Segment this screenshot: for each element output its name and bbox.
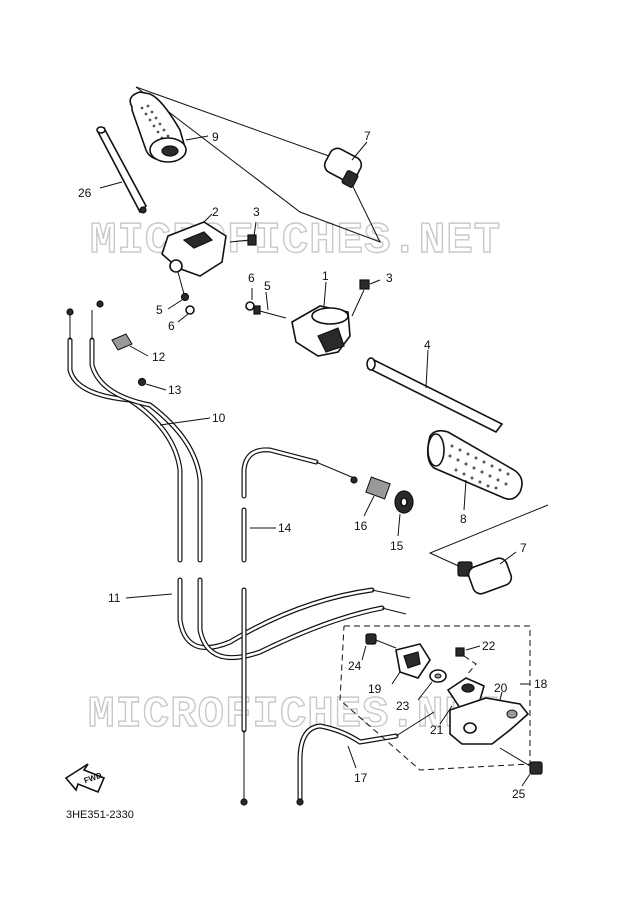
leader-7a	[351, 141, 368, 161]
washer-6b-part	[245, 301, 255, 311]
bar-end-top-part	[323, 147, 363, 188]
callout-6a: 6	[168, 319, 175, 333]
grip-group-bracket-top	[135, 86, 381, 243]
switch-19-part	[395, 643, 431, 679]
leader-9	[185, 135, 209, 141]
callout-10: 10	[212, 411, 226, 425]
clamp-21-part	[446, 677, 485, 709]
screw-3a-part	[229, 234, 257, 246]
leader-6a	[177, 313, 189, 323]
watermark-top: MICROFICHES.NET	[90, 216, 501, 266]
callout-9: 9	[212, 130, 219, 144]
callout-5a: 5	[156, 303, 163, 317]
callout-3a: 3	[253, 205, 260, 219]
leader-8	[463, 479, 467, 511]
callout-6b: 6	[248, 271, 255, 285]
bracket-20-part	[449, 697, 530, 745]
leader-26	[99, 181, 123, 189]
screw-24-part	[365, 633, 397, 649]
callout-21: 21	[430, 723, 444, 737]
diagram-code: 3HE351-2330	[66, 809, 134, 821]
leader-25	[521, 773, 531, 787]
leader-5a	[167, 299, 183, 310]
bar-end-bottom-part	[457, 557, 513, 595]
callout-18: 18	[534, 677, 548, 691]
leader-2	[203, 213, 213, 223]
callout-15: 15	[390, 539, 404, 553]
screw-22-part	[455, 647, 477, 677]
leader-15	[397, 513, 401, 537]
callout-19: 19	[368, 682, 382, 696]
callout-26: 26	[78, 186, 92, 200]
screw-13-part	[137, 377, 147, 387]
fwd-arrow-icon: FWD	[64, 763, 106, 794]
leader-3a	[253, 221, 257, 237]
leader-23	[417, 681, 433, 701]
leader-7b	[499, 551, 517, 565]
bolt-25-part	[499, 747, 543, 775]
callout-11: 11	[108, 591, 121, 605]
leader-21	[439, 705, 453, 725]
leader-16	[363, 495, 375, 517]
callout-22: 22	[482, 639, 496, 653]
throttle-cable-10	[66, 308, 411, 651]
leader-13	[145, 383, 167, 391]
washer-6a-part	[185, 305, 195, 315]
switch-housing-part	[161, 221, 227, 277]
callout-2: 2	[212, 205, 219, 219]
callout-17: 17	[354, 771, 368, 785]
callout-16: 16	[354, 519, 368, 533]
callout-20: 20	[494, 681, 508, 695]
callout-14: 14	[278, 521, 292, 535]
leader-19	[391, 671, 401, 685]
callout-7a: 7	[364, 129, 371, 143]
clutch-cable-14	[240, 447, 358, 806]
leader-5b	[265, 291, 269, 311]
leader-22	[465, 645, 481, 651]
cable-17	[296, 711, 435, 806]
screw-3b-part	[351, 279, 370, 317]
lever-assembly-group-18	[339, 625, 531, 771]
washer-23-part	[429, 669, 447, 683]
leader-17	[347, 745, 357, 769]
throttle-cable-11	[89, 300, 407, 661]
right-grip-part	[426, 429, 523, 500]
callout-1: 1	[322, 269, 329, 283]
callout-12: 12	[152, 350, 166, 364]
left-tube-part	[96, 126, 147, 214]
leader-3b	[369, 279, 381, 285]
handlebar-tube-part	[366, 357, 504, 434]
leader-12	[129, 345, 149, 357]
callout-8: 8	[460, 512, 467, 526]
leader-24	[361, 645, 367, 661]
leader-10	[159, 417, 211, 426]
adjuster-16-part	[365, 476, 391, 500]
callout-13: 13	[168, 383, 182, 397]
leader-1	[323, 281, 327, 307]
callout-4: 4	[424, 338, 431, 352]
callout-25: 25	[512, 787, 526, 801]
throttle-housing-part	[291, 305, 351, 357]
callout-24: 24	[348, 659, 362, 673]
callout-5b: 5	[264, 279, 271, 293]
screw-5a-part	[177, 271, 190, 302]
leader-20	[499, 691, 503, 701]
leader-4	[425, 349, 429, 389]
callout-23: 23	[396, 699, 410, 713]
locknut-15-part	[394, 490, 414, 514]
cable-bracket-12-part	[111, 333, 133, 351]
callout-7b: 7	[520, 541, 527, 555]
callout-3b: 3	[386, 271, 393, 285]
left-grip-part	[129, 91, 187, 163]
screw-5b-part	[253, 305, 287, 319]
leader-11	[125, 593, 173, 599]
